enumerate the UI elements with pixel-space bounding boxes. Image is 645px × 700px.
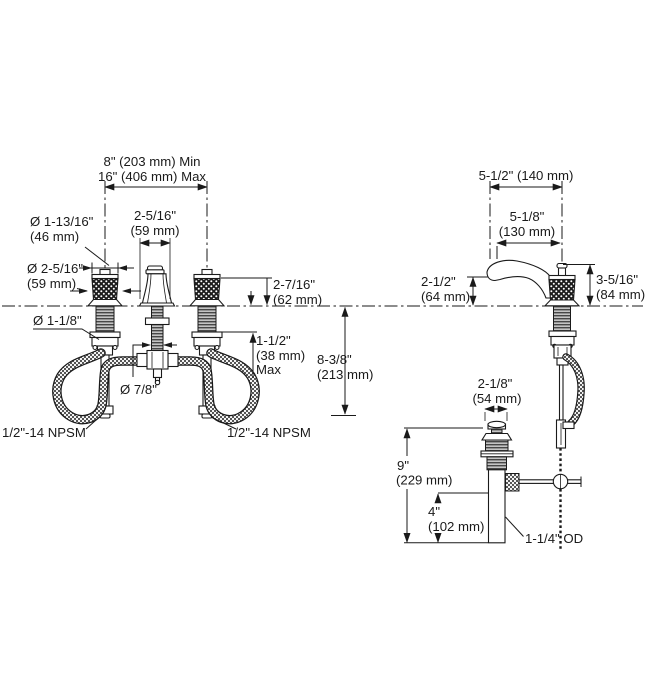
supply-right-label: 1/2"-14 NPSM xyxy=(227,425,311,440)
label-supply-right: 1/2"-14 NPSM xyxy=(211,417,311,440)
dim-handle-top-diameter: Ø 1-13/16" (46 mm) xyxy=(30,214,134,274)
deck-thickness-label: 1-1/2" xyxy=(256,333,291,348)
spout-side-profile xyxy=(486,259,552,299)
drain-height-total-mm-label: (229 mm) xyxy=(396,473,452,488)
handle-diameter-label: Ø 2-5/16" xyxy=(27,261,83,276)
spout-height-label: 2-1/2" xyxy=(421,274,456,289)
drain-view: 2-1/8" (54 mm) 9" (229 mm) 4" (102 mm) 1… xyxy=(396,376,583,546)
dim-spread: 8" (203 mm) Min 16" (406 mm) Max xyxy=(98,154,208,191)
dim-spout-height: 2-1/2" (64 mm) xyxy=(421,274,488,306)
dim-shank-diameter: Ø 1-1/8" xyxy=(33,313,100,340)
supply-hose-side xyxy=(562,353,585,430)
supply-hose-right xyxy=(171,348,260,425)
center-spout-front xyxy=(138,265,176,307)
right-handle xyxy=(188,268,226,307)
spout-width-label: 2-5/16" xyxy=(134,208,176,223)
below-deck-label: 8-3/8" xyxy=(317,352,352,367)
drain-height-lower-label: 4" xyxy=(428,504,440,519)
dim-spout-shank-diameter: Ø 7/8" xyxy=(120,342,177,397)
deck-thickness-max-label: Max xyxy=(256,362,281,377)
handle-height-label: 2-7/16" xyxy=(273,277,315,292)
dim-handle-height: 2-7/16" (62 mm) xyxy=(221,277,322,307)
dim-drain-height-lower: 4" (102 mm) xyxy=(428,492,489,543)
supply-left-label: 1/2"-14 NPSM xyxy=(2,425,86,440)
dim-reach-overall: 5-1/2" (140 mm) xyxy=(479,168,574,191)
left-handle xyxy=(86,268,124,307)
dim-spread-min-label: 8" (203 mm) Min xyxy=(103,154,200,169)
side-view: 5-1/2" (140 mm) 5-1/8" (130 mm) 2-1/2" (… xyxy=(421,168,645,551)
label-supply-left: 1/2"-14 NPSM xyxy=(2,416,101,440)
dim-deck-thickness: 1-1/2" (38 mm) Max xyxy=(222,331,305,378)
dim-handle-diameter: Ø 2-5/16" (59 mm) xyxy=(27,261,141,294)
handle-top-diameter-mm-label: (46 mm) xyxy=(30,229,79,244)
overall-height-label: 3-5/16" xyxy=(596,272,638,287)
shank-diameter-label: Ø 1-1/8" xyxy=(33,313,82,328)
dim-spout-width: 2-5/16" (59 mm) xyxy=(130,208,180,299)
drain-od-label: 1-1/4" OD xyxy=(525,531,583,546)
dim-overall-height: 3-5/16" (84 mm) xyxy=(563,264,645,306)
handle-top-diameter-label: Ø 1-13/16" xyxy=(30,214,94,229)
flange-diameter-label: 2-1/8" xyxy=(478,376,513,391)
spout-width-mm-label: (59 mm) xyxy=(130,223,179,238)
handle-diameter-mm-label: (59 mm) xyxy=(27,276,76,291)
spout-tee-assembly xyxy=(136,305,179,386)
flange-diameter-mm-label: (54 mm) xyxy=(472,391,521,406)
spout-height-mm-label: (64 mm) xyxy=(421,289,470,304)
pivot-rod-assembly xyxy=(505,473,582,492)
lift-rod-assembly xyxy=(555,364,567,551)
dim-spread-max-label: 16" (406 mm) Max xyxy=(98,169,206,184)
reach-overall-label: 5-1/2" (140 mm) xyxy=(479,168,574,183)
front-view: 8" (203 mm) Min 16" (406 mm) Max Ø 1-13/… xyxy=(2,154,373,440)
dim-flange-diameter: 2-1/8" (54 mm) xyxy=(472,376,522,421)
handle-height-mm-label: (62 mm) xyxy=(273,292,322,307)
dim-reach: 5-1/8" (130 mm) xyxy=(496,209,561,259)
drain-height-total-label: 9" xyxy=(397,458,409,473)
reach-mm-label: (130 mm) xyxy=(499,224,555,239)
reach-label: 5-1/8" xyxy=(510,209,545,224)
side-handle xyxy=(543,262,581,307)
drain-height-lower-mm-label: (102 mm) xyxy=(428,519,484,534)
below-deck-mm-label: (213 mm) xyxy=(317,367,373,382)
overall-height-mm-label: (84 mm) xyxy=(596,287,645,302)
label-drain-od: 1-1/4" OD xyxy=(505,516,583,546)
supply-hose-left xyxy=(52,348,144,425)
dim-below-deck: 8-3/8" (213 mm) xyxy=(317,306,373,416)
deck-thickness-mm-label: (38 mm) xyxy=(256,348,305,363)
pop-up-drain xyxy=(480,420,514,544)
spout-shank-diameter-label: Ø 7/8" xyxy=(120,382,157,397)
dim-drain-height-total: 9" (229 mm) xyxy=(396,427,488,544)
